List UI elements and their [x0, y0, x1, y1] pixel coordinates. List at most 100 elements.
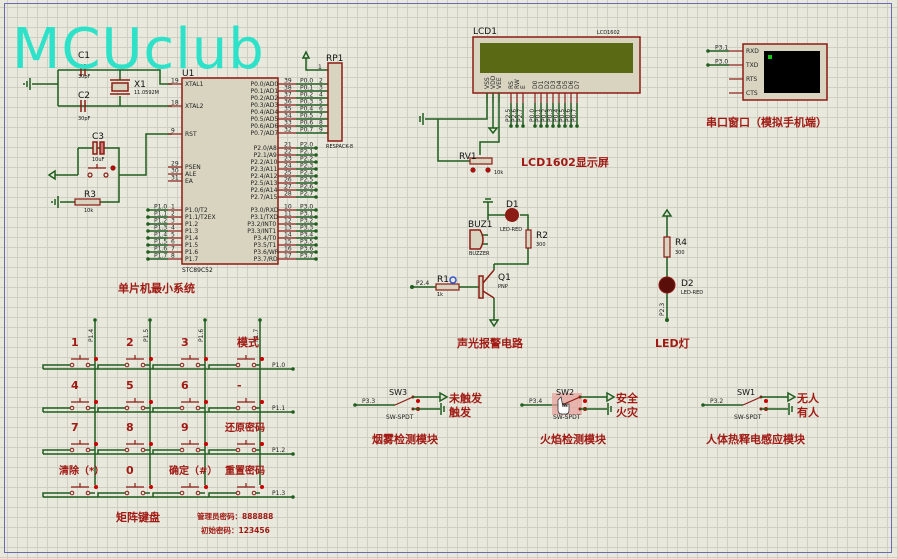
net-terminal[interactable]	[314, 167, 318, 171]
keypad-key[interactable]: 3	[152, 336, 208, 369]
key-toggle-dot[interactable]	[204, 442, 208, 446]
switch-toggle-dot[interactable]	[764, 399, 768, 403]
net-terminal[interactable]	[521, 124, 525, 128]
net-terminal[interactable]	[146, 243, 150, 247]
switch-toggle-dot[interactable]	[583, 399, 587, 403]
keypad-key[interactable]: 2	[97, 336, 153, 369]
terminal-cursor	[768, 55, 772, 59]
key-toggle-dot[interactable]	[204, 485, 208, 489]
key-toggle-dot[interactable]	[260, 357, 264, 361]
switch-toggle-dot[interactable]	[416, 399, 420, 403]
net-terminal[interactable]	[706, 63, 710, 67]
mcu-chip-body[interactable]	[181, 77, 279, 265]
net-terminal[interactable]	[291, 410, 295, 414]
keypad-key[interactable]: 7	[42, 421, 98, 454]
key-toggle-dot[interactable]	[149, 357, 153, 361]
net-terminal[interactable]	[314, 243, 318, 247]
key-label: 模式	[237, 335, 259, 349]
net-terminal[interactable]	[557, 124, 561, 128]
key-toggle-dot[interactable]	[204, 357, 208, 361]
key-toggle-dot[interactable]	[149, 485, 153, 489]
net-terminal[interactable]	[146, 229, 150, 233]
net-terminal[interactable]	[539, 124, 543, 128]
net-terminal[interactable]	[314, 153, 318, 157]
net-terminal[interactable]	[314, 188, 318, 192]
keypad-key[interactable]: 模式	[208, 335, 264, 369]
net-terminal[interactable]	[706, 49, 710, 53]
key-contact	[179, 405, 185, 411]
net-terminal[interactable]	[146, 215, 150, 219]
keypad-key[interactable]: 9	[152, 421, 208, 454]
net-terminal[interactable]	[314, 236, 318, 240]
net-terminal[interactable]	[314, 222, 318, 226]
net-terminal[interactable]	[314, 229, 318, 233]
keypad-key[interactable]: 重置密码	[208, 464, 265, 497]
net-terminal[interactable]	[520, 403, 524, 407]
pin-number: 28	[284, 191, 292, 198]
net-terminal[interactable]	[314, 250, 318, 254]
key-toggle-dot[interactable]	[149, 442, 153, 446]
keypad-key[interactable]: 0	[97, 464, 153, 497]
net-terminal[interactable]	[509, 124, 513, 128]
net-terminal[interactable]	[291, 452, 295, 456]
keypad-key[interactable]: 清除（*）	[42, 464, 104, 497]
key-toggle-dot[interactable]	[94, 485, 98, 489]
key-toggle-dot[interactable]	[94, 357, 98, 361]
rv1-value: 10k	[494, 170, 503, 176]
keypad-key[interactable]: 6	[152, 379, 208, 412]
keypad-key[interactable]: 8	[97, 421, 153, 454]
net-terminal[interactable]	[146, 208, 150, 212]
reset-button[interactable]	[87, 164, 116, 178]
potentiometer-rv1[interactable]	[469, 157, 493, 173]
net-terminal[interactable]	[575, 124, 579, 128]
net-terminal[interactable]	[701, 403, 705, 407]
net-terminal[interactable]	[314, 174, 318, 178]
net-terminal[interactable]	[146, 257, 150, 261]
net-terminal[interactable]	[314, 146, 318, 150]
net-terminal[interactable]	[563, 124, 567, 128]
pin-number: 31	[171, 175, 179, 182]
net-terminal[interactable]	[258, 318, 262, 322]
r1-probe-marker[interactable]	[449, 276, 457, 284]
keypad-key[interactable]: 确定（#）	[152, 464, 217, 497]
spdt-switch-sw3[interactable]	[394, 395, 420, 412]
net-terminal[interactable]	[314, 215, 318, 219]
net-terminal[interactable]	[545, 124, 549, 128]
net-terminal[interactable]	[569, 124, 573, 128]
key-toggle-dot[interactable]	[260, 400, 264, 404]
net-terminal[interactable]	[314, 257, 318, 261]
net-terminal[interactable]	[93, 318, 97, 322]
pin-name: D1	[538, 80, 545, 89]
keypad-key[interactable]: 还原密码	[208, 421, 265, 454]
net-terminal[interactable]	[515, 124, 519, 128]
net-terminal[interactable]	[353, 403, 357, 407]
keypad-key[interactable]: 5	[97, 379, 153, 412]
net-terminal[interactable]	[146, 250, 150, 254]
net-terminal[interactable]	[146, 236, 150, 240]
key-toggle-dot[interactable]	[94, 442, 98, 446]
net-terminal[interactable]	[291, 495, 295, 499]
key-toggle-dot[interactable]	[260, 442, 264, 446]
rp1-body[interactable]	[327, 62, 343, 142]
net-terminal[interactable]	[203, 318, 207, 322]
key-toggle-dot[interactable]	[204, 400, 208, 404]
net-terminal[interactable]	[148, 318, 152, 322]
net-terminal[interactable]	[551, 124, 555, 128]
keypad-key[interactable]: 1	[42, 336, 98, 369]
pin-name: XTAL2	[185, 103, 204, 110]
key-label: 确定（#）	[169, 464, 217, 477]
key-toggle-dot[interactable]	[149, 400, 153, 404]
net-terminal[interactable]	[533, 124, 537, 128]
net-terminal[interactable]	[314, 208, 318, 212]
net-terminal[interactable]	[291, 367, 295, 371]
key-toggle-dot[interactable]	[260, 485, 264, 489]
net-terminal[interactable]	[314, 181, 318, 185]
keypad-key[interactable]: -	[208, 379, 264, 412]
net-terminal[interactable]	[146, 222, 150, 226]
keypad-key[interactable]: 4	[42, 379, 98, 412]
net-label: P1.5	[143, 329, 150, 342]
net-terminal[interactable]	[314, 195, 318, 199]
key-toggle-dot[interactable]	[94, 400, 98, 404]
net-terminal[interactable]	[314, 160, 318, 164]
